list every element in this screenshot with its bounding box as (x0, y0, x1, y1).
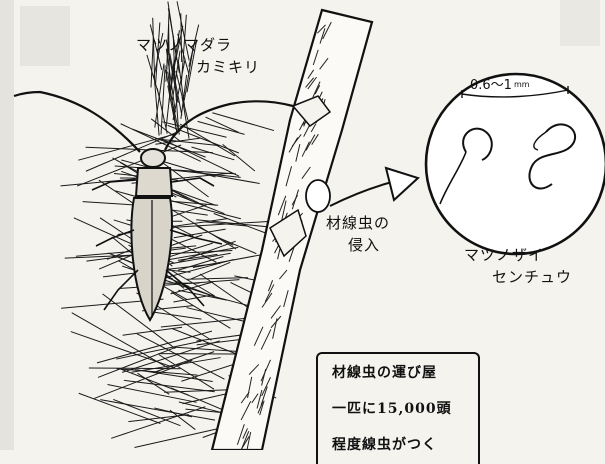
scale-unit: mm (514, 80, 530, 89)
arrow-icon (330, 168, 418, 206)
note-box: 材線虫の運び屋 一匹に15,000頭 程度線虫がつく (316, 352, 480, 464)
magnifier-circle-icon (426, 74, 605, 254)
beetle-label-line1: マツノマダラ (136, 36, 232, 54)
invasion-label-line1: 材線虫の (326, 214, 390, 232)
nematode-label-line2: センチュウ (492, 268, 572, 286)
nematode-label-line1: マツノザイ (464, 246, 544, 264)
beetle-label-line2: カミキリ (196, 58, 260, 76)
beetle-icon (14, 92, 293, 320)
invasion-label-line2: 侵入 (348, 236, 380, 254)
note-line-1: 材線虫の運び屋 (332, 362, 437, 382)
note-line-2: 一匹に15,000頭 (332, 398, 452, 418)
drawing (0, 0, 605, 450)
note-line-3: 程度線虫がつく (332, 434, 437, 454)
scale-value: 0.6～1 (470, 78, 512, 93)
